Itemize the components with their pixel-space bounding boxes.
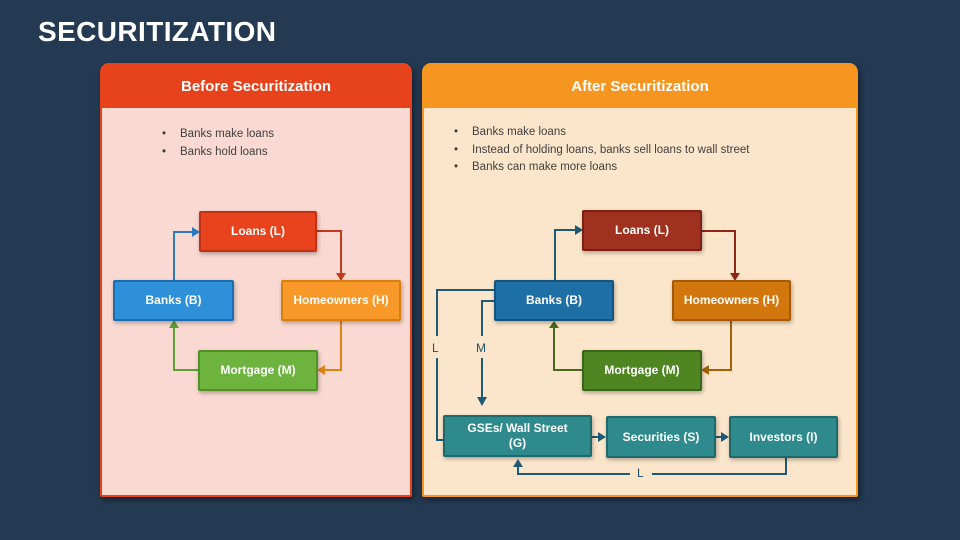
node-label: Banks (B) <box>145 293 202 307</box>
node-label: Homeowners (H) <box>683 293 780 307</box>
bullet-item: Instead of holding loans, banks sell loa… <box>452 142 749 160</box>
flow-label-L-bottom: L <box>637 466 644 480</box>
flow-label-L-left: L <box>432 341 439 355</box>
node-label-line2: (G) <box>508 436 527 450</box>
before-bullet-list: Banks make loans Banks hold loans <box>160 126 274 161</box>
node-label: Securities (S) <box>622 429 700 444</box>
node-homeowners-before: Homeowners (H) <box>281 280 401 321</box>
node-mortgage-after: Mortgage (M) <box>582 350 702 391</box>
flow-label-M-left: M <box>476 341 486 355</box>
node-label: Loans (L) <box>615 223 669 237</box>
node-gses-wall-street: GSEs/ Wall Street (G) <box>443 415 592 457</box>
panel-after-header: After Securitization <box>424 65 856 108</box>
node-homeowners-after: Homeowners (H) <box>672 280 791 321</box>
bullet-item: Banks can make more loans <box>452 159 749 177</box>
after-bullet-list: Banks make loans Instead of holding loan… <box>452 124 749 177</box>
node-loans-after: Loans (L) <box>582 210 702 251</box>
node-banks-after: Banks (B) <box>494 280 614 321</box>
bullet-item: Banks make loans <box>452 124 749 142</box>
node-label: Mortgage (M) <box>220 363 296 377</box>
node-loans-before: Loans (L) <box>199 211 317 252</box>
panel-before-header: Before Securitization <box>102 65 410 108</box>
node-label: Investors (I) <box>749 429 818 444</box>
node-label: Loans (L) <box>231 224 285 238</box>
bullet-item: Banks hold loans <box>160 144 274 162</box>
node-label: Mortgage (M) <box>604 363 680 377</box>
node-banks-before: Banks (B) <box>113 280 234 321</box>
node-label-line1: GSEs/ Wall Street <box>467 421 568 435</box>
node-securities: Securities (S) <box>606 416 716 458</box>
node-label: Banks (B) <box>525 293 582 307</box>
bullet-item: Banks make loans <box>160 126 274 144</box>
node-investors: Investors (I) <box>729 416 838 458</box>
slide-title: SECURITIZATION <box>38 16 277 47</box>
node-label: Homeowners (H) <box>293 293 389 307</box>
node-mortgage-before: Mortgage (M) <box>198 350 318 391</box>
